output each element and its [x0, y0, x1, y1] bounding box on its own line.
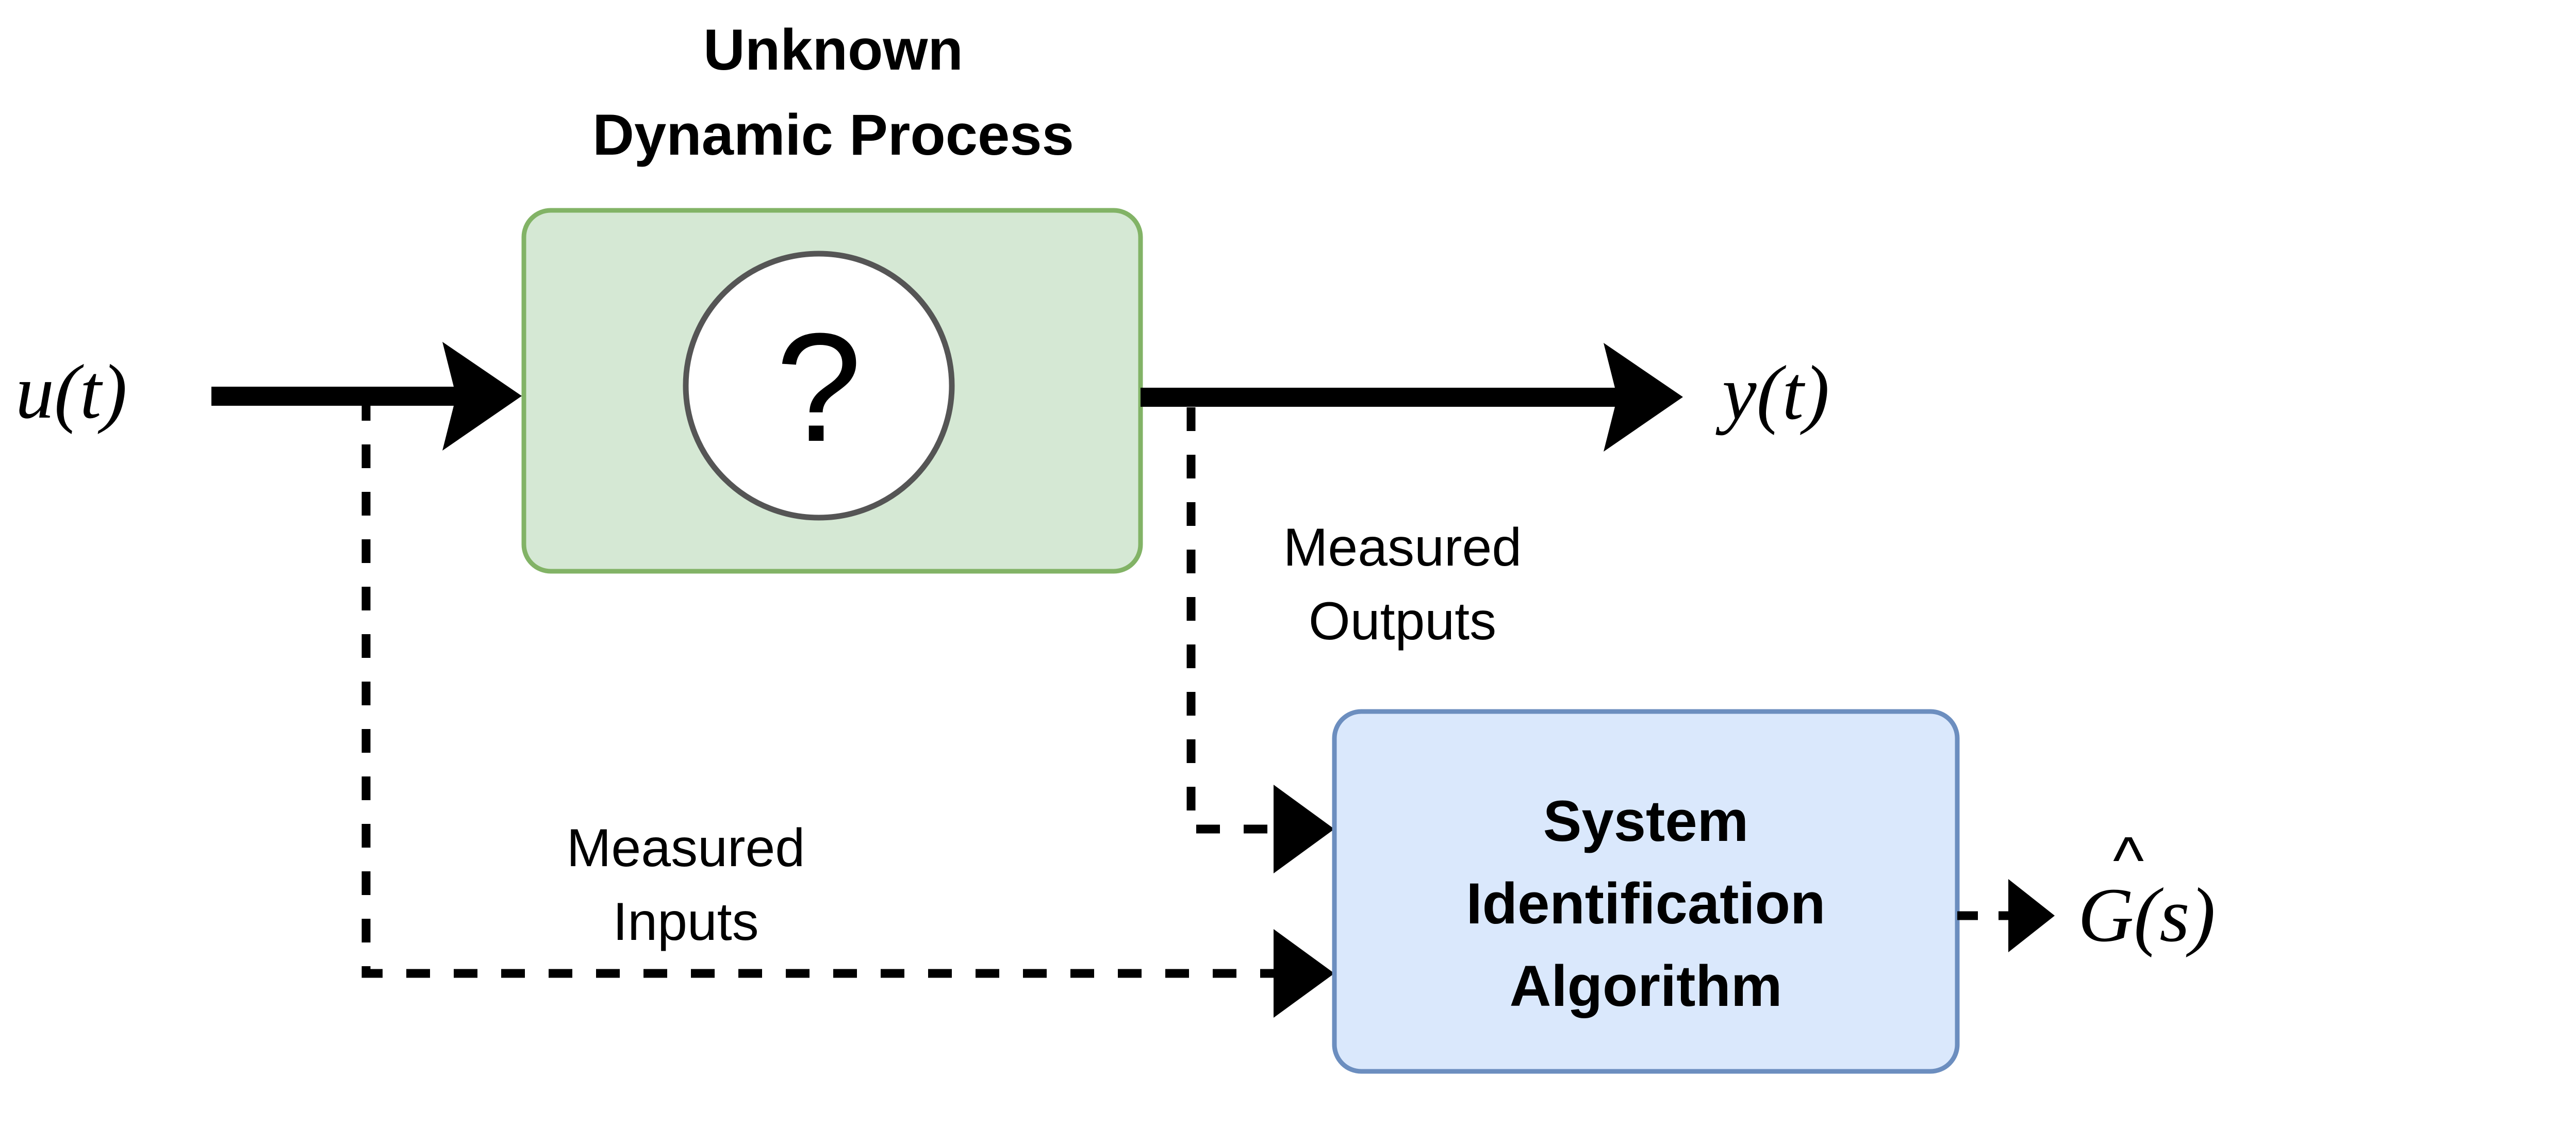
measured-inputs-label-line2: Inputs [613, 892, 758, 952]
estimate-arrow-head [2008, 879, 2055, 952]
unknown-marker-ellipse[interactable] [683, 251, 955, 521]
system-identification-algorithm-block[interactable] [1332, 709, 1960, 1074]
measured-inputs-label-line1: Measured [567, 818, 805, 878]
input-arrow-head [442, 342, 522, 451]
measured-inputs-path [361, 397, 1334, 1018]
question-mark-label: ? [776, 301, 862, 474]
measured-outputs-path [1186, 407, 1334, 873]
estimate-signal-label: G(s) [2078, 872, 2216, 958]
estimate-hat-accent: ^ [2113, 823, 2144, 897]
measured-outputs-dashed-line [1186, 407, 1286, 834]
measured-outputs-arrow-head [1274, 785, 1334, 873]
process-caption-line2: Dynamic Process [592, 103, 1074, 167]
output-signal-label: y(t) [1715, 350, 1829, 436]
output-signal-arrow [1141, 343, 1683, 452]
input-signal-label: u(t) [15, 349, 127, 435]
measured-outputs-label-line2: Outputs [1309, 591, 1496, 651]
process-caption-line1: Unknown [703, 18, 963, 82]
output-arrow-head [1604, 343, 1683, 452]
output-arrow-shaft [1141, 388, 1615, 407]
measured-inputs-dashed-line [361, 397, 1286, 978]
measured-inputs-arrow-head [1274, 929, 1334, 1018]
input-signal-arrow [211, 342, 522, 451]
measured-outputs-label-line1: Measured [1283, 518, 1522, 577]
algorithm-label-line3: Algorithm [1510, 954, 1782, 1018]
algorithm-label-line2: Identification [1466, 871, 1826, 936]
estimate-output-arrow [1957, 879, 2055, 952]
algorithm-label-line1: System [1543, 789, 1748, 853]
input-arrow-shaft [211, 387, 454, 406]
